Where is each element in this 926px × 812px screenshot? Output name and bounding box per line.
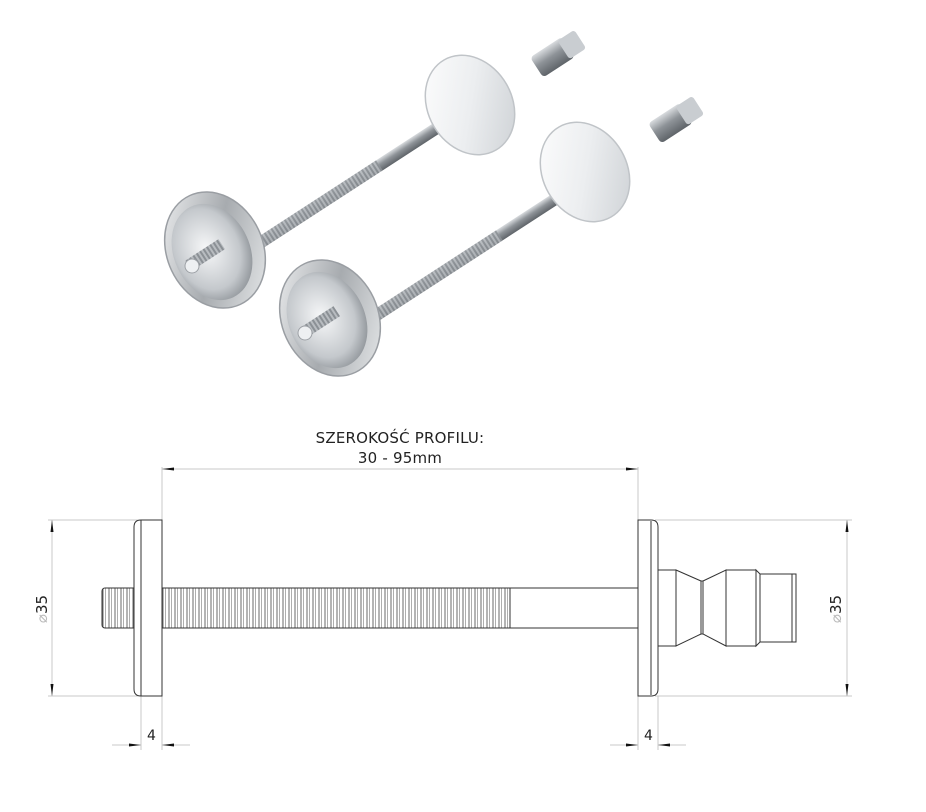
right-diameter-label: ⌀35 — [827, 594, 846, 624]
bolt-2 — [278, 97, 704, 377]
left-thickness-dimension — [112, 696, 190, 750]
profile-width-label: SZEROKOŚĆ PROFILU: — [315, 429, 485, 447]
bolt-1 — [163, 31, 586, 309]
profile-width-dimension — [161, 467, 639, 520]
right-thickness-label: 4 — [644, 728, 653, 744]
connector-head — [657, 568, 797, 648]
left-diameter-label: ⌀35 — [33, 594, 52, 624]
right-thickness-dimension — [610, 696, 686, 750]
right-diameter-dimension — [655, 519, 852, 697]
bolt-side-view — [101, 519, 797, 697]
thread-body — [161, 587, 511, 629]
smooth-shank — [509, 587, 639, 629]
bolt-3d-render — [0, 0, 926, 400]
left-rosette — [133, 519, 163, 697]
left-diameter-dimension — [48, 519, 145, 697]
profile-width-value: 30 - 95mm — [357, 449, 443, 467]
bolts-illustration — [163, 31, 704, 377]
right-rosette — [637, 519, 659, 697]
drawing-svg — [48, 467, 852, 750]
technical-drawing: SZEROKOŚĆ PROFILU: 30 - 95mm — [0, 400, 926, 812]
left-thickness-label: 4 — [147, 728, 156, 744]
